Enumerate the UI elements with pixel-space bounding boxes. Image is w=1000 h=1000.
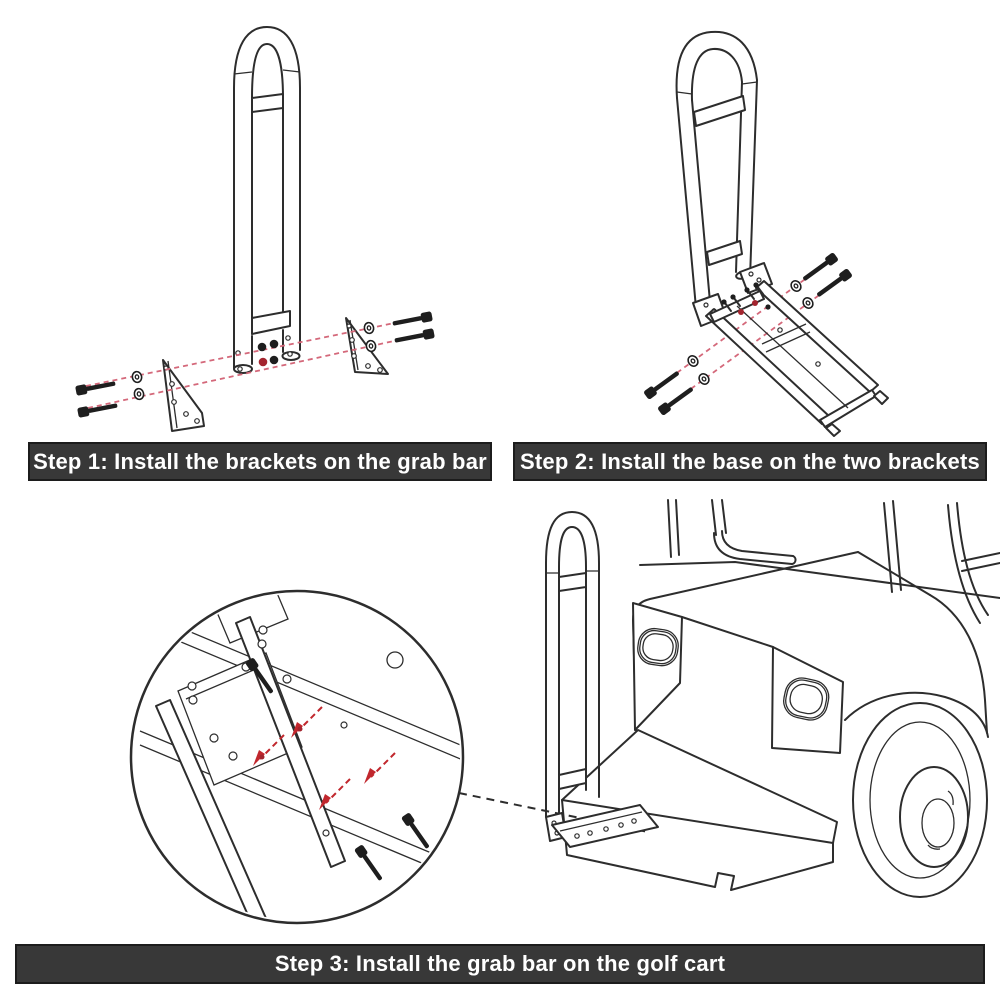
bolt bbox=[75, 378, 117, 396]
bracket-left bbox=[162, 359, 205, 432]
step2-label-text: Step 2: Install the base on the two brac… bbox=[520, 448, 980, 474]
panel-left bbox=[632, 602, 683, 731]
panel-front bbox=[771, 646, 844, 754]
cart-body bbox=[561, 551, 1000, 891]
step1-label: Step 1: Install the brackets on the grab… bbox=[28, 442, 492, 481]
bolt bbox=[643, 368, 682, 401]
bolt bbox=[391, 311, 433, 329]
grab-bar bbox=[233, 26, 301, 374]
magnifier-detail bbox=[129, 589, 465, 925]
roof-struts bbox=[667, 499, 1000, 624]
frame-hole bbox=[386, 651, 404, 669]
step1-hardware bbox=[75, 311, 435, 418]
washer bbox=[685, 353, 701, 369]
base-frame bbox=[705, 280, 889, 437]
bolt bbox=[657, 384, 696, 417]
step3-label-text: Step 3: Install the grab bar on the golf… bbox=[274, 951, 726, 976]
washer bbox=[696, 371, 712, 387]
washer bbox=[788, 278, 804, 294]
joint-screws bbox=[721, 282, 771, 315]
step1-illustration bbox=[75, 26, 435, 432]
alignment-line bbox=[661, 273, 849, 411]
grab-bar-on-cart bbox=[545, 511, 659, 848]
grab-bar-top-crossbar bbox=[251, 93, 284, 113]
bolt bbox=[800, 251, 839, 284]
step2-label: Step 2: Install the base on the two brac… bbox=[513, 442, 987, 481]
nut bbox=[269, 355, 279, 365]
grab-bar-bottom-crossbar bbox=[251, 310, 291, 335]
step2-illustration bbox=[643, 30, 889, 437]
bolt bbox=[393, 328, 435, 346]
mount-plate bbox=[551, 804, 659, 848]
nut-highlighted bbox=[258, 357, 268, 367]
step3-illustration bbox=[129, 499, 1000, 925]
step1-label-text: Step 1: Install the brackets on the grab… bbox=[33, 448, 487, 474]
bolt bbox=[814, 267, 853, 300]
nut bbox=[257, 342, 267, 352]
magnifier-ring bbox=[129, 589, 465, 925]
nut bbox=[269, 339, 279, 349]
washer bbox=[130, 370, 144, 384]
alignment-line bbox=[647, 257, 835, 395]
rear-wheel bbox=[852, 702, 988, 898]
bolt bbox=[77, 400, 119, 418]
washer bbox=[800, 295, 816, 311]
step3-label: Step 3: Install the grab bar on the golf… bbox=[15, 944, 985, 984]
washer bbox=[362, 321, 376, 335]
golf-cart bbox=[545, 499, 1000, 898]
red-arrows bbox=[253, 706, 396, 810]
